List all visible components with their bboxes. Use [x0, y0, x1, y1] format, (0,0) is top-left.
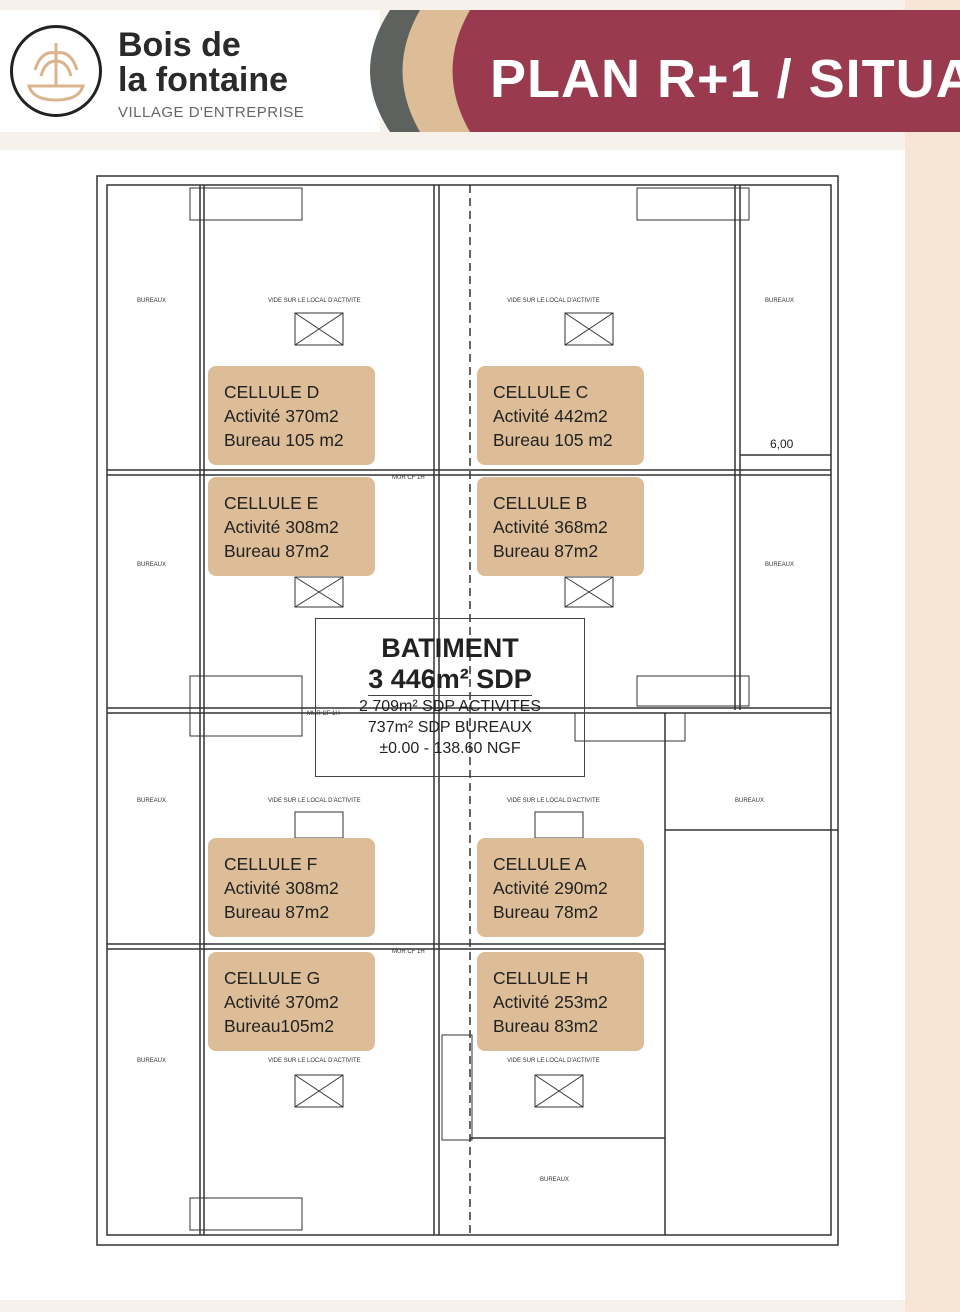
cell-bureau: Bureau 83m2 — [493, 1016, 599, 1036]
cell-f-label: CELLULE F Activité 308m2 Bureau 87m2 — [208, 838, 375, 937]
cell-activite: Activité 368m2 — [493, 517, 608, 537]
void-label: VIDE SUR LE LOCAL D'ACTIVITE — [268, 798, 361, 804]
cell-bureau: Bureau 78m2 — [493, 902, 599, 922]
cell-bureau: Bureau 105 m2 — [224, 430, 344, 450]
fountain-logo-icon — [10, 25, 102, 117]
building-title: BATIMENT — [381, 633, 519, 663]
cell-e-label: CELLULE E Activité 308m2 Bureau 87m2 — [208, 477, 375, 576]
cell-h-label: CELLULE H Activité 253m2 Bureau 83m2 — [477, 952, 644, 1051]
cell-activite: Activité 442m2 — [493, 406, 608, 426]
wall-label: MUR CF 1H — [307, 711, 340, 717]
floor-plan — [96, 175, 839, 1246]
building-total: 3 446m² SDP — [368, 664, 532, 696]
cell-activite: Activité 308m2 — [224, 517, 339, 537]
cell-name: CELLULE B — [493, 493, 588, 513]
cell-name: CELLULE C — [493, 382, 589, 402]
cell-name: CELLULE G — [224, 968, 321, 988]
brand-name-line1: Bois de — [118, 26, 241, 64]
plan-sheet — [0, 150, 905, 1300]
cell-activite: Activité 253m2 — [493, 992, 608, 1012]
room-label-bureaux: BUREAUX — [765, 562, 795, 568]
cell-bureau: Bureau105m2 — [224, 1016, 334, 1036]
cell-activite: Activité 308m2 — [224, 878, 339, 898]
cell-b-label: CELLULE B Activité 368m2 Bureau 87m2 — [477, 477, 644, 576]
wall-label: MUR CF 1H — [392, 949, 425, 955]
void-label: VIDE SUR LE LOCAL D'ACTIVITE — [268, 1058, 361, 1064]
room-label-bureaux: BUREAUX — [137, 798, 167, 804]
cell-g-label: CELLULE G Activité 370m2 Bureau105m2 — [208, 952, 375, 1051]
header-banner — [370, 10, 960, 132]
brand-subtitle: VILLAGE D'ENTREPRISE — [118, 104, 305, 121]
room-label-bureaux: BUREAUX — [137, 298, 167, 304]
room-label-bureaux: BUREAUX — [137, 562, 167, 568]
cell-name: CELLULE F — [224, 854, 318, 874]
dimension-label: 6,00 — [770, 437, 794, 451]
cell-bureau: Bureau 105 m2 — [493, 430, 613, 450]
room-label-bureaux: BUREAUX — [137, 1058, 167, 1064]
room-label-bureaux: BUREAUX — [735, 798, 765, 804]
cell-bureau: Bureau 87m2 — [224, 541, 330, 561]
cell-activite: Activité 290m2 — [493, 878, 608, 898]
building-summary: BATIMENT 3 446m² SDP 2 709m² SDP ACTIVIT… — [315, 618, 585, 777]
building-level: ±0.00 - 138.60 NGF — [379, 740, 521, 757]
page-title: PLAN R+1 / SITUA — [490, 49, 960, 109]
cell-name: CELLULE A — [493, 854, 587, 874]
void-label: VIDE SUR LE LOCAL D'ACTIVITE — [268, 298, 361, 304]
cell-a-label: CELLULE A Activité 290m2 Bureau 78m2 — [477, 838, 644, 937]
brand-name-line2: la fontaine — [118, 61, 289, 99]
void-label: VIDE SUR LE LOCAL D'ACTIVITE — [507, 1058, 600, 1064]
room-label-bureaux: BUREAUX — [540, 1177, 570, 1183]
cell-c-label: CELLULE C Activité 442m2 Bureau 105 m2 — [477, 366, 644, 465]
building-bureaux: 737m² SDP BUREAUX — [367, 719, 533, 736]
cell-d-label: CELLULE D Activité 370m2 Bureau 105 m2 — [208, 366, 375, 465]
cell-name: CELLULE E — [224, 493, 319, 513]
void-label: VIDE SUR LE LOCAL D'ACTIVITE — [507, 298, 600, 304]
side-strip — [905, 0, 960, 1312]
building-activites: 2 709m² SDP ACTIVITES — [359, 698, 541, 715]
wall-label: MUR CF 1H — [392, 475, 425, 481]
cell-activite: Activité 370m2 — [224, 992, 339, 1012]
cell-bureau: Bureau 87m2 — [224, 902, 330, 922]
room-label-bureaux: BUREAUX — [765, 298, 795, 304]
cell-name: CELLULE H — [493, 968, 589, 988]
void-label: VIDE SUR LE LOCAL D'ACTIVITE — [507, 798, 600, 804]
cell-name: CELLULE D — [224, 382, 320, 402]
cell-bureau: Bureau 87m2 — [493, 541, 599, 561]
cell-activite: Activité 370m2 — [224, 406, 339, 426]
